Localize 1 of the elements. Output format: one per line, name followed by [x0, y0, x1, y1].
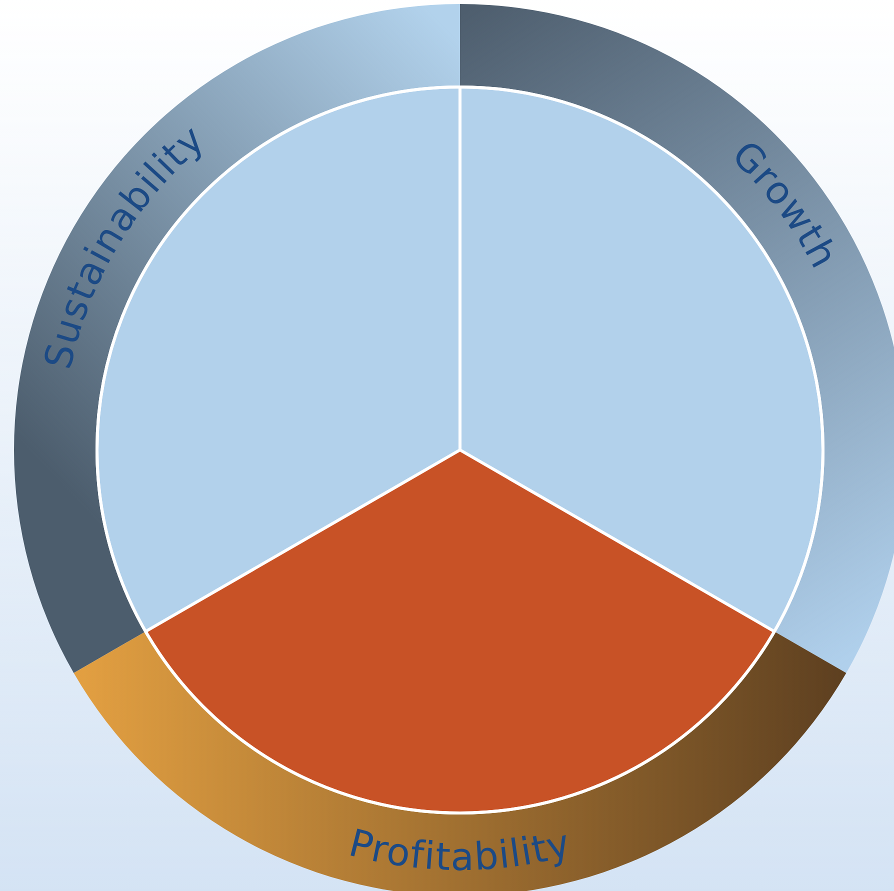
segment-label: Profitability	[344, 820, 576, 880]
